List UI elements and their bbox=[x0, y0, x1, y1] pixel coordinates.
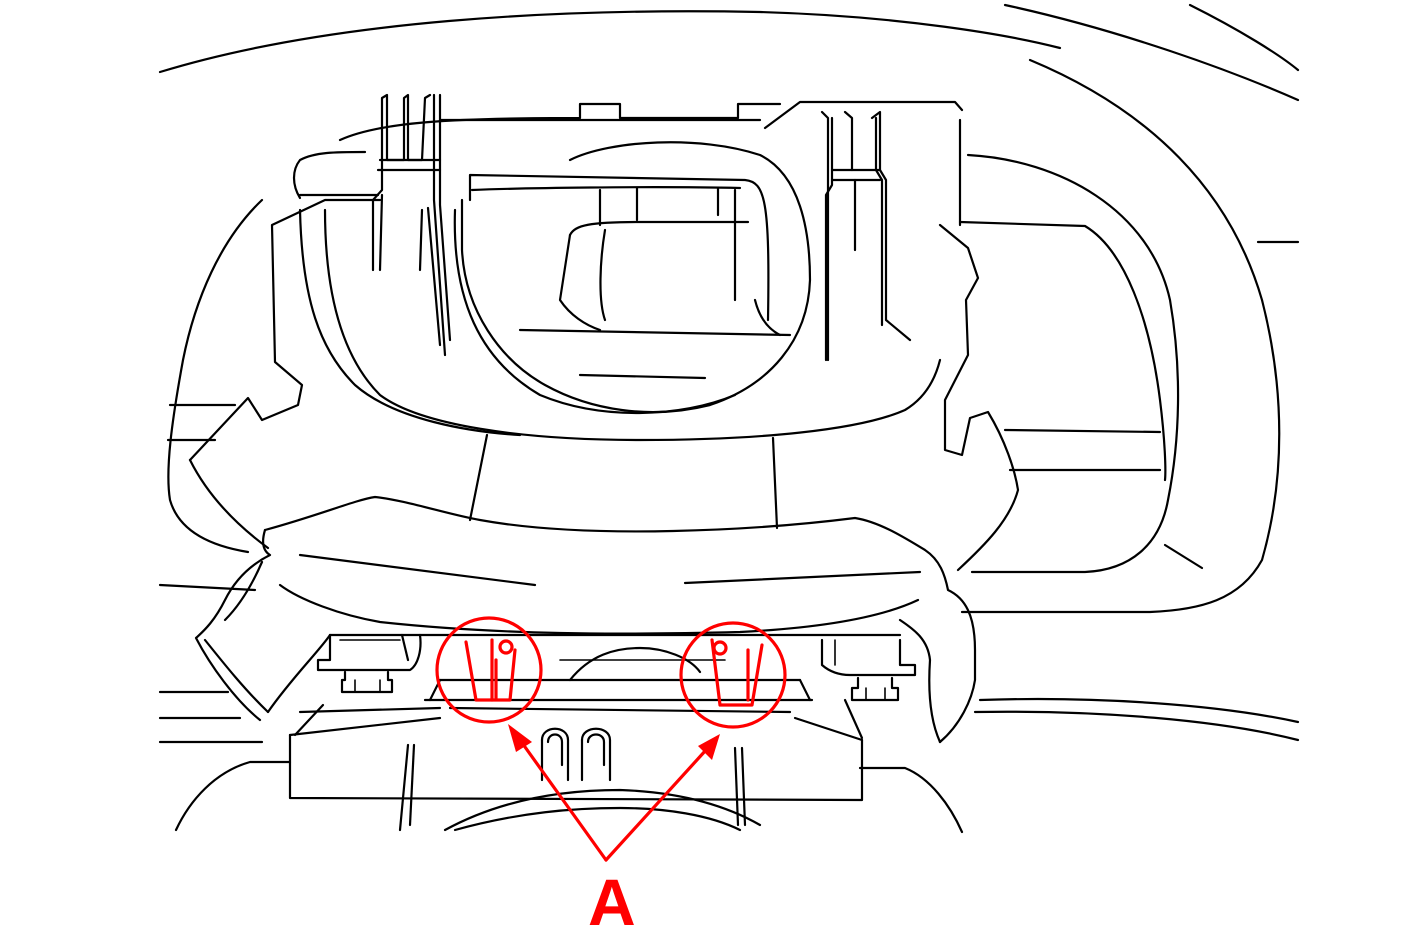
left-bolt-icon bbox=[340, 670, 394, 694]
callout-leader-left bbox=[508, 724, 608, 862]
column-base bbox=[288, 646, 864, 832]
right-bolt-icon bbox=[850, 676, 900, 702]
callout-circle-left bbox=[435, 616, 543, 724]
right-ribs bbox=[820, 110, 912, 362]
ignition-opening bbox=[453, 141, 812, 415]
callout-leader-right bbox=[604, 734, 720, 862]
right-bracket bbox=[820, 638, 917, 677]
left-bracket bbox=[316, 633, 422, 672]
callout-label-a: A bbox=[588, 865, 636, 939]
connector-pins bbox=[540, 727, 612, 782]
lower-column-cover bbox=[194, 495, 977, 744]
callout-circle-right bbox=[679, 621, 787, 729]
dashboard-left bbox=[158, 583, 964, 834]
callout-group: A bbox=[435, 616, 787, 939]
steering-wheel-rim bbox=[158, 3, 1300, 742]
left-ribs bbox=[371, 93, 452, 357]
upper-column-cover bbox=[166, 100, 1020, 572]
